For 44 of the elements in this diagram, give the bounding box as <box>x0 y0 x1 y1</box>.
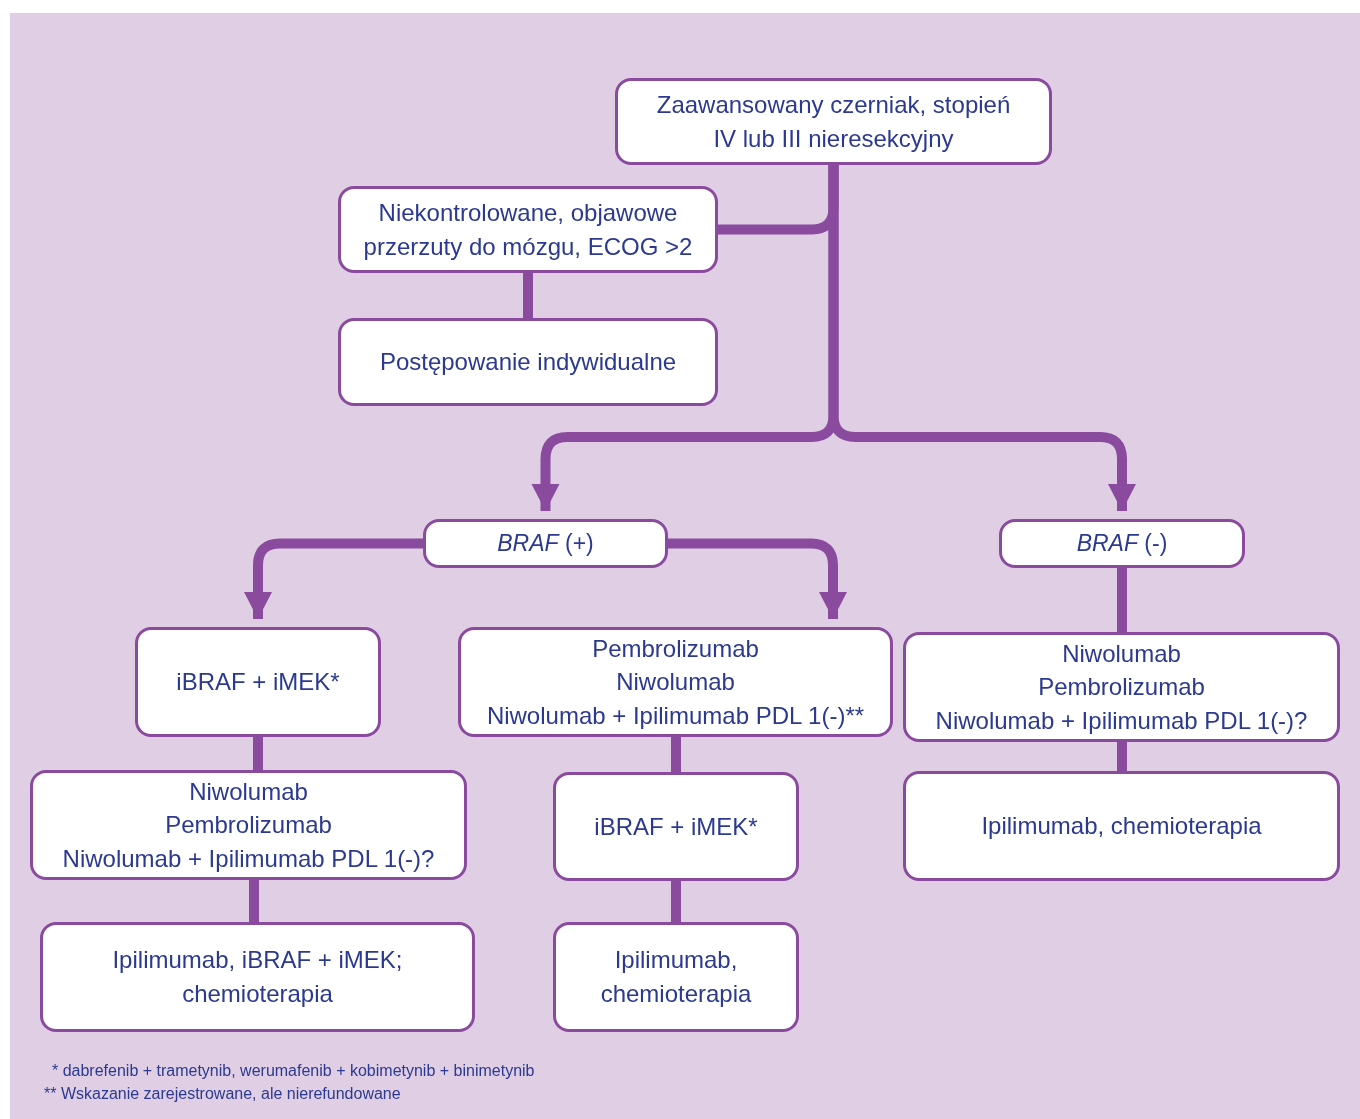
connector <box>1117 568 1127 632</box>
process-box <box>30 770 467 880</box>
process-box <box>553 772 799 881</box>
process-box <box>135 627 381 737</box>
box-text: Niwolumab + Ipilimumab PDL 1(-)** <box>486 700 865 731</box>
connector <box>253 737 263 770</box>
box-text: BRAF (-) <box>1076 529 1168 559</box>
process-box <box>553 922 799 1032</box>
connector <box>1117 742 1127 771</box>
connector <box>828 165 1136 511</box>
process-box <box>903 771 1340 881</box>
connector <box>249 880 259 922</box>
process-box <box>903 632 1340 742</box>
box-text: Niwolumab <box>189 776 308 807</box>
box-text: Pembrolizumab <box>592 633 759 664</box>
box-text: Niwolumab + Ipilimumab PDL 1(-)? <box>62 843 435 874</box>
connector <box>671 737 681 772</box>
connector <box>244 538 423 619</box>
process-box <box>458 627 893 737</box>
box-text: Niwolumab + Ipilimumab PDL 1(-)? <box>935 705 1308 736</box>
process-box <box>40 922 475 1032</box>
box-text: iBRAF + iMEK* <box>594 811 758 842</box>
box-text: Niwolumab <box>616 667 735 698</box>
process-box <box>615 78 1052 165</box>
box-text: Niekontrolowane, objawowe przerzuty do mózgu, ECOG >2 <box>362 197 694 262</box>
box-text: Ipilimumab, chemioterapia <box>599 945 753 1009</box>
box-text: Pembrolizumab <box>165 810 332 841</box>
connector <box>523 273 533 318</box>
box-text: Ipilimumab, iBRAF + iMEK; chemioterapia <box>111 945 404 1009</box>
process-box <box>338 186 718 273</box>
process-box <box>423 519 668 568</box>
box-text: Ipilimumab, chemioterapia <box>981 811 1262 842</box>
connector <box>668 538 847 619</box>
footnote: * dabrefenib + trametynib, werumafenib + kobimetynib + binimetynib <box>52 1062 535 1080</box>
connector <box>671 881 681 922</box>
process-box <box>338 318 718 406</box>
box-text: Pembrolizumab <box>1038 672 1205 703</box>
box-text: Niwolumab <box>1062 638 1181 669</box>
box-text: Zaawansowany czerniak, stopień IV lub III nieresekcyjny <box>655 89 1012 154</box>
footnote: ** Wskazanie zarejestrowane, ale nierefundowane <box>44 1085 401 1103</box>
process-box <box>999 519 1245 568</box>
box-text: iBRAF + iMEK* <box>176 667 340 698</box>
box-text: BRAF (+) <box>497 529 594 559</box>
box-text: Postępowanie indywidualne <box>379 347 677 378</box>
